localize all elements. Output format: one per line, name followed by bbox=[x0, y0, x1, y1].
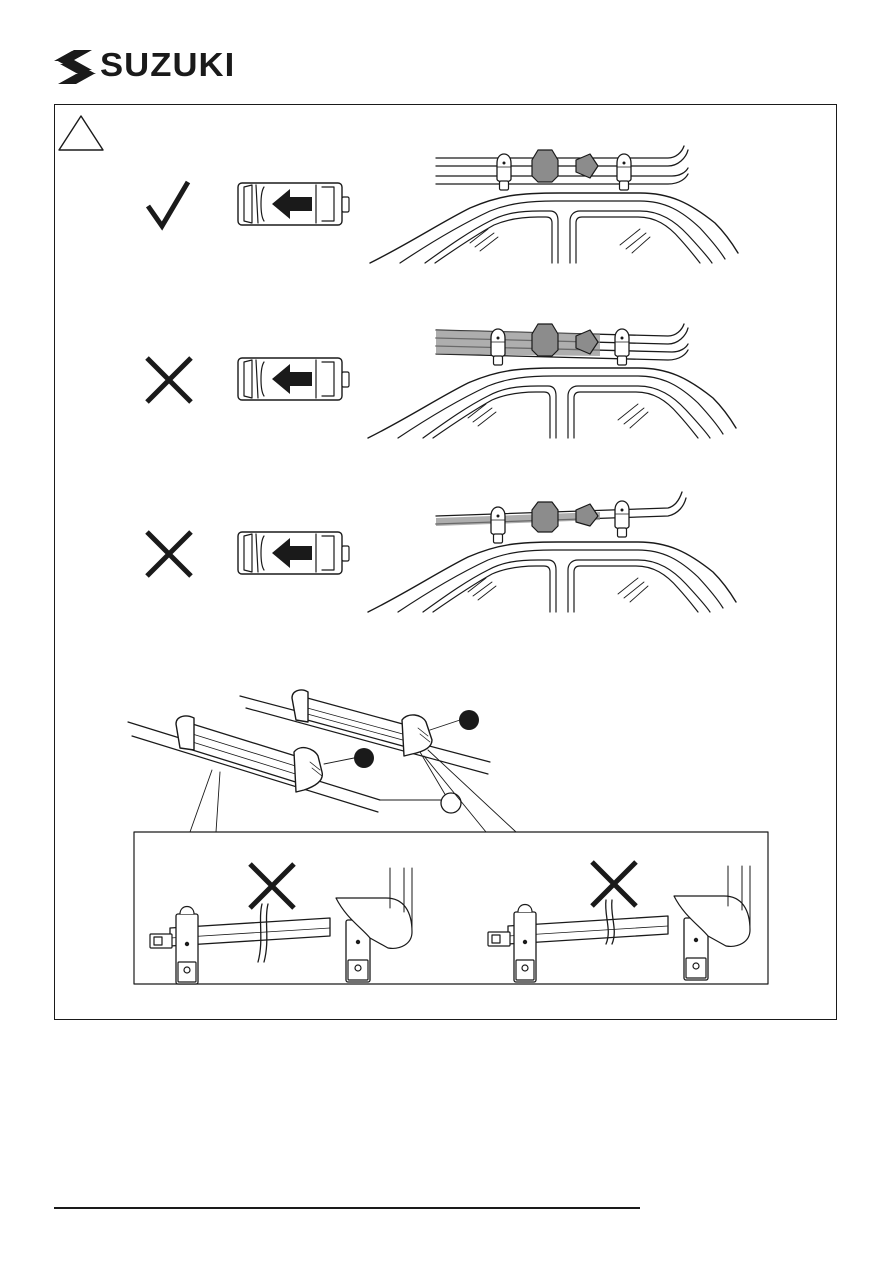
skis-on-roof bbox=[436, 146, 688, 184]
callout-marker-filled bbox=[354, 748, 374, 768]
inset-wrong-right bbox=[488, 862, 750, 982]
row-wrong-1 bbox=[147, 324, 736, 438]
vehicle-direction-icon bbox=[238, 183, 349, 225]
callout-marker-filled bbox=[459, 710, 479, 730]
vehicle-direction-icon bbox=[238, 358, 349, 400]
skis-on-roof bbox=[436, 492, 686, 532]
inset-wrong-left bbox=[150, 864, 412, 984]
skis-on-roof bbox=[436, 324, 688, 360]
footer-divider bbox=[54, 1207, 640, 1209]
row-wrong-2 bbox=[147, 492, 736, 612]
rack-perspective-detail bbox=[128, 690, 516, 832]
row-correct bbox=[148, 146, 738, 263]
vehicle-direction-icon bbox=[238, 532, 349, 574]
front-rack-bar bbox=[176, 716, 322, 792]
cross-mark-icon bbox=[592, 862, 636, 906]
callout-marker-hollow bbox=[441, 793, 461, 813]
caution-triangle-icon bbox=[59, 116, 103, 150]
check-mark-icon bbox=[148, 182, 188, 226]
cross-mark-icon bbox=[147, 358, 191, 402]
cross-mark-icon bbox=[147, 532, 191, 576]
mounting-inset-box bbox=[134, 832, 768, 984]
cross-mark-icon bbox=[250, 864, 294, 908]
rear-rack-bar bbox=[292, 690, 432, 756]
